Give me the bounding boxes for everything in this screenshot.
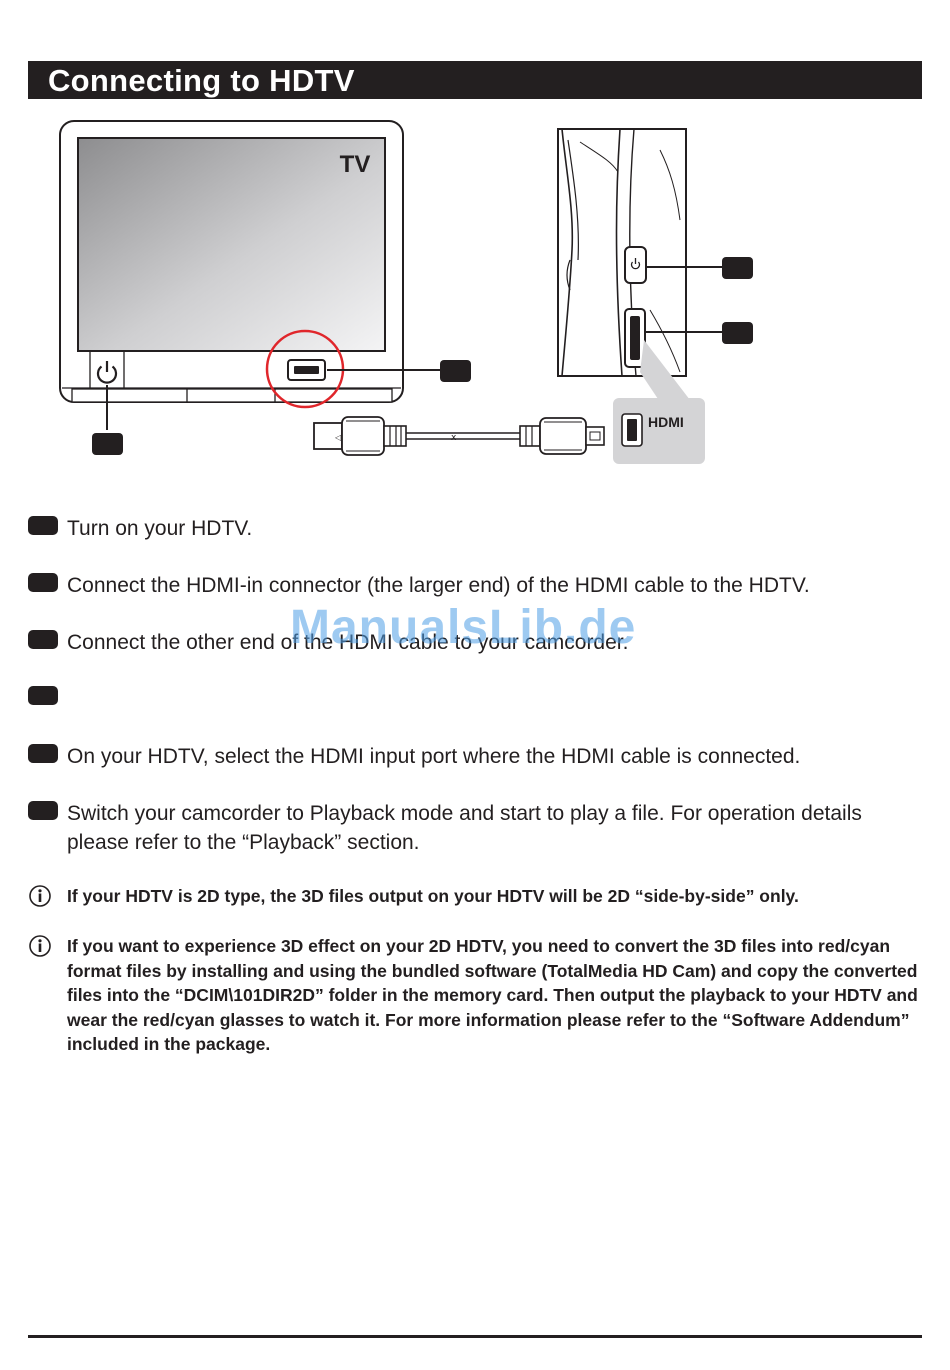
callout-marker-1 (92, 433, 123, 455)
step-3-text: Connect the other end of the HDMI cable … (67, 631, 629, 654)
step-2-text: Connect the HDMI-in connector (the large… (67, 574, 810, 597)
step-marker-4 (28, 686, 58, 705)
tv-illustration (59, 120, 404, 403)
step-5-text: On your HDTV, select the HDMI input port… (67, 745, 801, 768)
hdmi-label: HDMI (648, 414, 684, 430)
bottom-divider (28, 1335, 922, 1338)
camcorder-hdmi-port (624, 308, 646, 368)
step-marker-6 (28, 801, 58, 820)
camcorder-illustration (557, 128, 687, 377)
section-title-bar: Connecting to HDTV (28, 61, 922, 99)
watermark: ManualsLib.de (290, 601, 637, 654)
tv-power-icon (96, 361, 118, 384)
callout-marker-2 (440, 360, 471, 382)
hdmi-cable-icon: ◁ ⅹ (313, 416, 605, 456)
hdmi-callout (613, 340, 705, 464)
step-marker-2 (28, 573, 58, 592)
callout-marker-4 (722, 322, 753, 344)
tv-hdmi-port (287, 359, 326, 381)
svg-text:◁: ◁ (335, 433, 342, 442)
tv-label: TV (340, 151, 371, 178)
note-1-text: If your HDTV is 2D type, the 3D files ou… (67, 886, 799, 906)
info-icon (29, 885, 51, 907)
info-icon (29, 935, 51, 957)
callout-marker-3 (722, 257, 753, 279)
step-1-text: Turn on your HDTV. (67, 517, 253, 540)
step-marker-5 (28, 744, 58, 763)
camcorder-power-icon (624, 246, 647, 284)
step-marker-3 (28, 630, 58, 649)
page-title: Connecting to HDTV (48, 63, 355, 98)
step-6-text: Switch your camcorder to Playback mode a… (67, 802, 862, 854)
step-marker-1 (28, 516, 58, 535)
hdtv-connection-diagram: TV ◁ ⅹ (59, 120, 753, 464)
note-2-text: If you want to experience 3D effect on y… (67, 936, 918, 1054)
svg-text:ⅹ: ⅹ (451, 432, 457, 442)
